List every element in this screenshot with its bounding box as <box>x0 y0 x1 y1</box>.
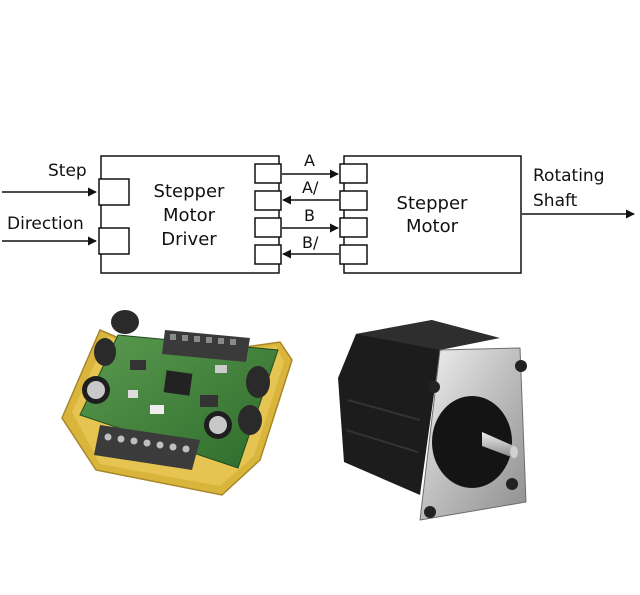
driver-port-b <box>254 217 282 238</box>
motor-port-a <box>339 163 368 184</box>
motor-port-b <box>339 217 368 238</box>
driver-label-line3: Driver <box>161 229 217 250</box>
stepper-motor-photo <box>338 320 527 521</box>
direction-label: Direction <box>7 214 84 234</box>
step-label: Step <box>48 161 87 181</box>
shaft-output: Rotating Shaft <box>522 166 635 219</box>
motor-box <box>343 155 522 274</box>
direction-input: Direction <box>2 214 97 246</box>
signal-b-bar-label: B/ <box>302 233 319 252</box>
output-label-line2: Shaft <box>533 191 578 211</box>
step-input: Step <box>2 161 97 197</box>
driver-board-photo <box>61 310 293 496</box>
motor-label-line1: Stepper <box>397 193 468 214</box>
driver-port-a <box>254 163 282 184</box>
driver-direction-port <box>98 227 130 255</box>
driver-step-port <box>98 178 130 206</box>
motor-block: Stepper Motor <box>339 155 522 274</box>
driver-port-a-bar <box>254 190 282 211</box>
signal-b-label: B <box>304 206 315 225</box>
driver-box <box>100 155 280 274</box>
signal-a-bar-label: A/ <box>302 178 319 197</box>
motor-port-b-bar <box>339 244 368 265</box>
motor-port-a-bar <box>339 190 368 211</box>
driver-port-b-bar <box>254 244 282 265</box>
phase-signals: A A/ B B/ <box>282 151 339 259</box>
signal-a-label: A <box>304 151 315 170</box>
motor-label-line2: Motor <box>406 216 459 237</box>
driver-label-line1: Stepper <box>154 181 225 202</box>
driver-label-line2: Motor <box>163 205 216 226</box>
driver-block: Stepper Motor Driver <box>98 155 282 274</box>
output-label-line1: Rotating <box>533 166 605 186</box>
